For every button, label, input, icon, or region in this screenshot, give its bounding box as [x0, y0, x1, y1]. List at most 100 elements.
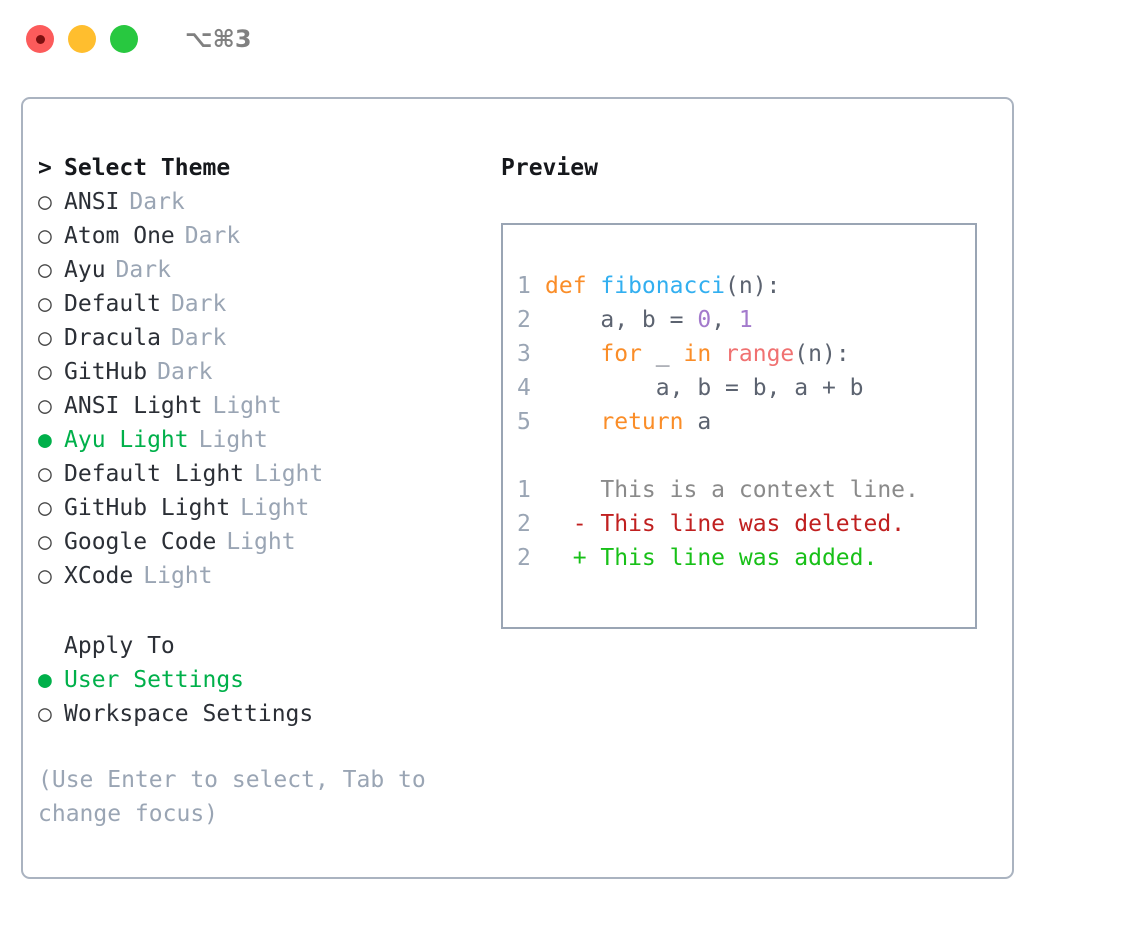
- theme-list-item[interactable]: ○ Default Dark: [38, 287, 468, 321]
- theme-list-item[interactable]: ○ GitHub Light Light: [38, 491, 468, 525]
- theme-list-item-label: Default Light: [64, 461, 245, 487]
- radio-unselected-icon[interactable]: ○: [38, 495, 52, 521]
- code-line: 4 a, b = b, a + b: [517, 371, 975, 405]
- diff-line: 2 + This line was added.: [517, 541, 975, 575]
- code-token: in: [683, 341, 726, 367]
- diff-sign: [545, 477, 600, 503]
- code-token: 1: [738, 307, 753, 333]
- radio-unselected-icon[interactable]: ○: [38, 189, 52, 215]
- radio-unselected-icon[interactable]: ○: [38, 223, 52, 249]
- theme-list-item-variant: Light: [240, 495, 310, 521]
- theme-list-item-label: Ayu: [64, 257, 106, 283]
- radio-unselected-icon[interactable]: ○: [38, 359, 52, 385]
- theme-list-item-variant: Dark: [129, 189, 185, 215]
- theme-list-item-variant: Dark: [170, 291, 227, 317]
- radio-unselected-icon[interactable]: ○: [38, 257, 52, 283]
- theme-list-item-label: ANSI: [64, 189, 120, 215]
- code-token: range: [725, 341, 795, 367]
- apply-to-list: ● User Settings ○ Workspace Settings: [38, 663, 468, 731]
- code-line-number: 3: [517, 341, 531, 367]
- theme-list-item-variant: Light: [212, 393, 282, 419]
- theme-picker-heading: >Select Theme: [38, 151, 468, 185]
- diff-sign: -: [545, 511, 601, 537]
- radio-unselected-icon[interactable]: ○: [38, 701, 52, 727]
- code-diff-spacer: [517, 439, 975, 473]
- hint-text: (Use Enter to select, Tab to change focu…: [38, 767, 426, 827]
- radio-unselected-icon[interactable]: ○: [38, 563, 52, 589]
- code-line: 5 return a: [517, 405, 975, 439]
- diff-line-text: This line was deleted.: [600, 511, 906, 537]
- diff-line-text: This line was added.: [600, 545, 878, 571]
- theme-list-item-variant: Light: [254, 461, 324, 487]
- code-line-number: 2: [517, 307, 531, 333]
- preview-title: Preview: [501, 155, 598, 181]
- theme-list-item-label: GitHub Light: [64, 495, 231, 521]
- theme-list-item-variant: Dark: [170, 325, 227, 351]
- diff-line-number: 1: [517, 477, 531, 503]
- radio-selected-icon[interactable]: ●: [38, 667, 52, 693]
- code-token: for: [545, 341, 656, 367]
- theme-list-item-variant: Light: [143, 563, 213, 589]
- theme-list-item-label: Atom One: [64, 223, 175, 249]
- theme-list-item[interactable]: ○ ANSI Dark: [38, 185, 468, 219]
- minimize-button[interactable]: [68, 25, 96, 53]
- code-line-number: 4: [517, 375, 531, 401]
- diff-line-number: 2: [517, 511, 531, 537]
- apply-to-heading: Apply To: [38, 629, 468, 663]
- diff-sample: 1 This is a context line. 2 - This line w…: [517, 473, 975, 575]
- apply-to-heading-label: Apply To: [64, 633, 175, 659]
- radio-unselected-icon[interactable]: ○: [38, 291, 52, 317]
- radio-selected-icon[interactable]: ●: [38, 427, 52, 453]
- theme-list-item[interactable]: ○ Default Light Light: [38, 457, 468, 491]
- shortcut-label: ⌥⌘3: [185, 25, 252, 53]
- code-token: fibonacci: [600, 273, 726, 299]
- code-token: return: [545, 409, 698, 435]
- apply-to-option-label: Workspace Settings: [64, 701, 314, 727]
- code-line-number: 1: [517, 273, 531, 299]
- theme-list-item-variant: Light: [226, 529, 296, 555]
- theme-list-item-label: Default: [64, 291, 161, 317]
- theme-list-item-label: Ayu Light: [64, 427, 189, 453]
- code-line-number: 5: [517, 409, 531, 435]
- apply-to-option[interactable]: ● User Settings: [38, 663, 468, 697]
- maximize-button[interactable]: [110, 25, 138, 53]
- prompt-caret-icon: >: [38, 155, 52, 181]
- radio-unselected-icon[interactable]: ○: [38, 325, 52, 351]
- title-bar: ⌥⌘3: [0, 0, 1140, 78]
- diff-line-number: 2: [517, 545, 531, 571]
- radio-unselected-icon[interactable]: ○: [38, 529, 52, 555]
- code-token: a, b = b, a + b: [545, 375, 864, 401]
- theme-list-item[interactable]: ○ ANSI Light Light: [38, 389, 468, 423]
- radio-unselected-icon[interactable]: ○: [38, 461, 52, 487]
- theme-list-item[interactable]: ● Ayu Light Light: [38, 423, 468, 457]
- theme-list-item-label: ANSI Light: [64, 393, 203, 419]
- code-token: (n):: [725, 273, 781, 299]
- diff-line-text: This is a context line.: [600, 477, 919, 503]
- code-token: 0: [697, 307, 712, 333]
- code-line: 2 a, b = 0, 1: [517, 303, 975, 337]
- theme-list-item-variant: Light: [198, 427, 268, 453]
- code-token: (n):: [794, 341, 850, 367]
- diff-line: 2 - This line was deleted.: [517, 507, 975, 541]
- apply-to-heading-indent: [38, 629, 64, 663]
- radio-unselected-icon[interactable]: ○: [38, 393, 52, 419]
- code-token: a, b =: [545, 307, 698, 333]
- code-token: _: [655, 341, 684, 367]
- apply-to-option-label: User Settings: [64, 667, 245, 693]
- theme-list-item-label: GitHub: [64, 359, 148, 385]
- close-button[interactable]: [26, 25, 54, 53]
- apply-to-option[interactable]: ○ Workspace Settings: [38, 697, 468, 731]
